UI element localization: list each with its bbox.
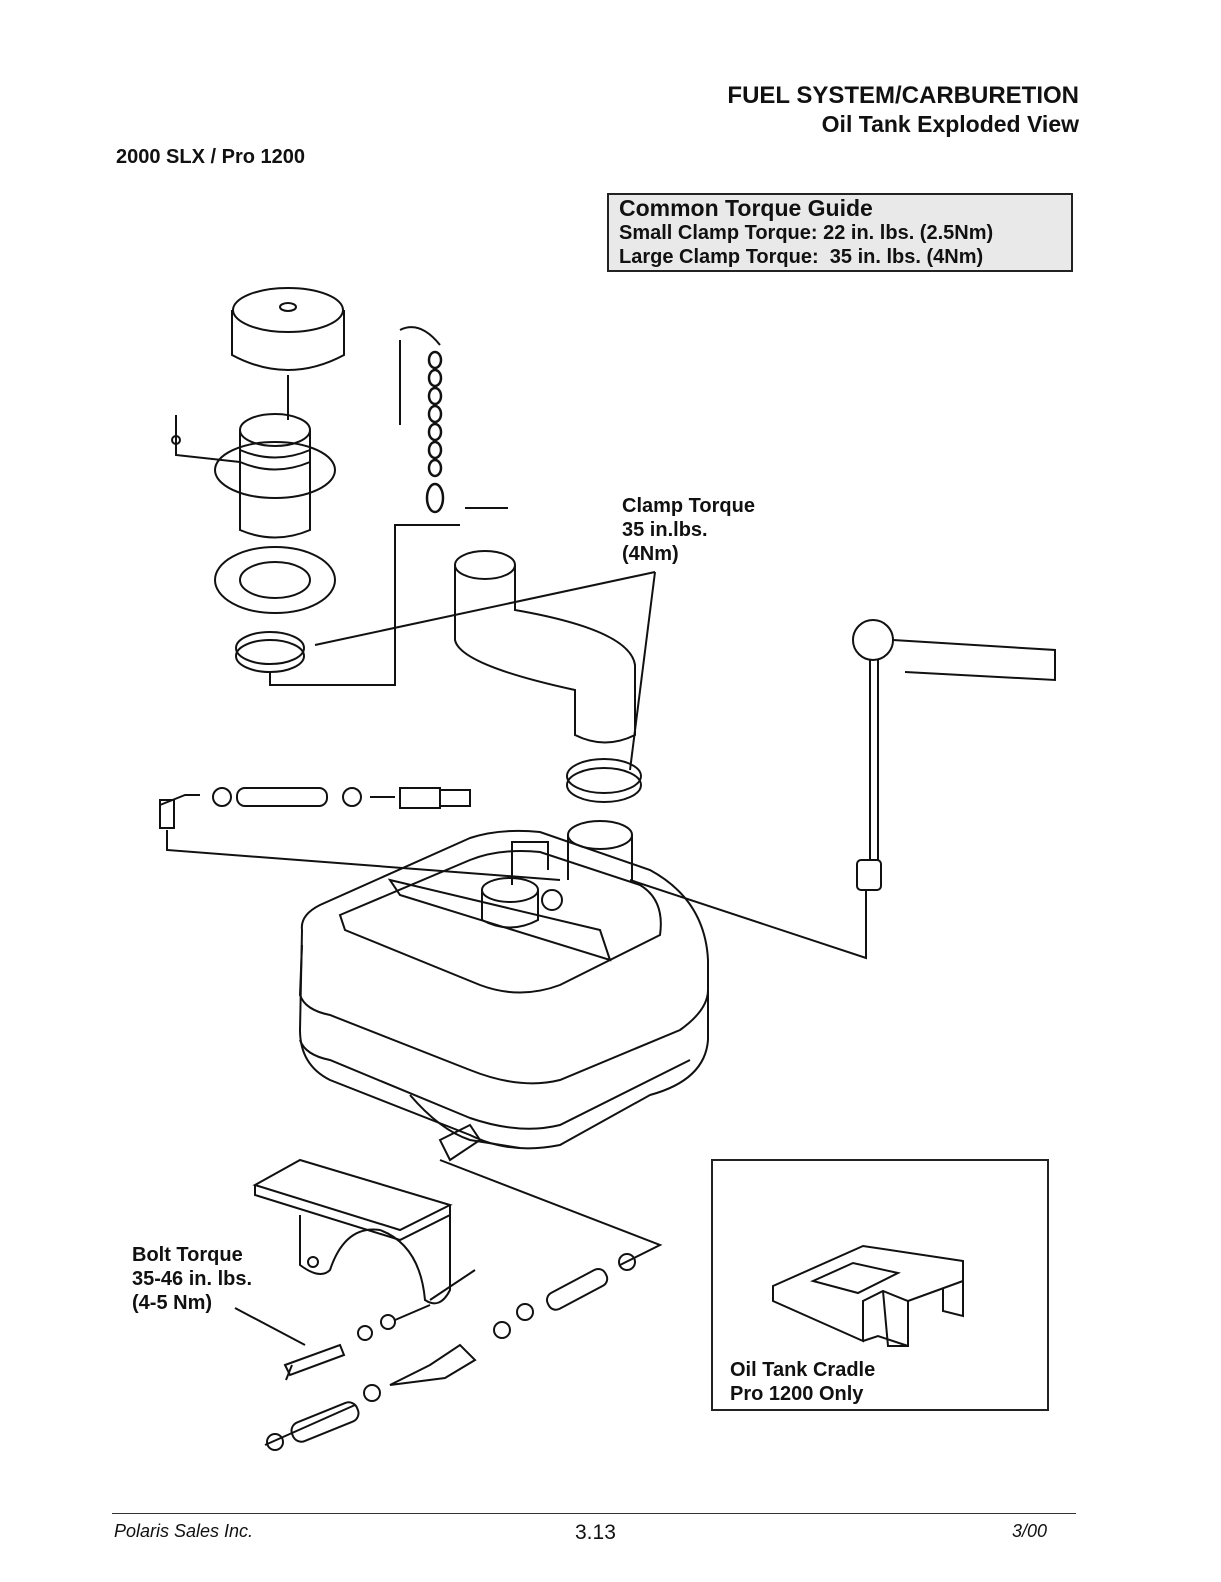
bolt (283, 1343, 346, 1381)
elbow-hose (454, 550, 636, 744)
filler-neck (214, 413, 336, 539)
small-clamp (235, 631, 305, 673)
oil-tank-cradle-inset: Oil Tank Cradle Pro 1200 Only (711, 1159, 1049, 1411)
bolt-torque-callout: Bolt Torque 35-46 in. lbs. (4-5 Nm) (132, 1243, 252, 1315)
inset-caption: Oil Tank Cradle Pro 1200 Only (730, 1358, 875, 1406)
mounting-bracket (252, 1158, 476, 1305)
cradle-drawing (772, 1244, 964, 1347)
page-title: Oil Tank Exploded View (821, 111, 1079, 137)
callout-line: Clamp Torque (622, 495, 755, 517)
tether-chain (399, 326, 508, 514)
inset-caption-line: Oil Tank Cradle (730, 1359, 876, 1381)
bolt-leader (234, 1307, 306, 1346)
gasket (214, 546, 336, 614)
callout-line: (4Nm) (622, 543, 679, 565)
clamp-leader (314, 571, 656, 646)
screw-leader (175, 415, 241, 463)
callout-line: (4-5 Nm) (132, 1292, 213, 1314)
clamp-torque-callout: Clamp Torque 35 in.lbs. (4Nm) (622, 494, 755, 566)
torque-guide-line: Small Clamp Torque: 22 in. lbs. (2.5Nm) (619, 222, 994, 244)
filler-cap (231, 287, 345, 420)
footer-date: 3/00 (1012, 1521, 1048, 1541)
torque-guide-box: Common Torque Guide Small Clamp Torque: … (607, 193, 1073, 272)
callout-line: 35-46 in. lbs. (132, 1268, 253, 1290)
vent-fitting-row (159, 787, 561, 881)
inset-caption-line: Pro 1200 Only (730, 1383, 864, 1405)
section-title: FUEL SYSTEM/CARBURETION (727, 82, 1079, 109)
torque-guide-title: Common Torque Guide (619, 195, 873, 221)
oil-tank (298, 829, 709, 1150)
large-clamp (566, 758, 642, 803)
oil-level-sender (629, 619, 1056, 960)
callout-line: 35 in.lbs. (622, 519, 708, 541)
footer-company: Polaris Sales Inc. (114, 1521, 254, 1541)
footer-divider (112, 1513, 1076, 1514)
drain-hose-set (264, 1253, 636, 1451)
page-number: 3.13 (575, 1521, 616, 1544)
callout-line: Bolt Torque (132, 1244, 243, 1266)
torque-guide-line: Large Clamp Torque: 35 in. lbs. (4Nm) (619, 246, 984, 268)
model-label: 2000 SLX / Pro 1200 (116, 146, 306, 168)
